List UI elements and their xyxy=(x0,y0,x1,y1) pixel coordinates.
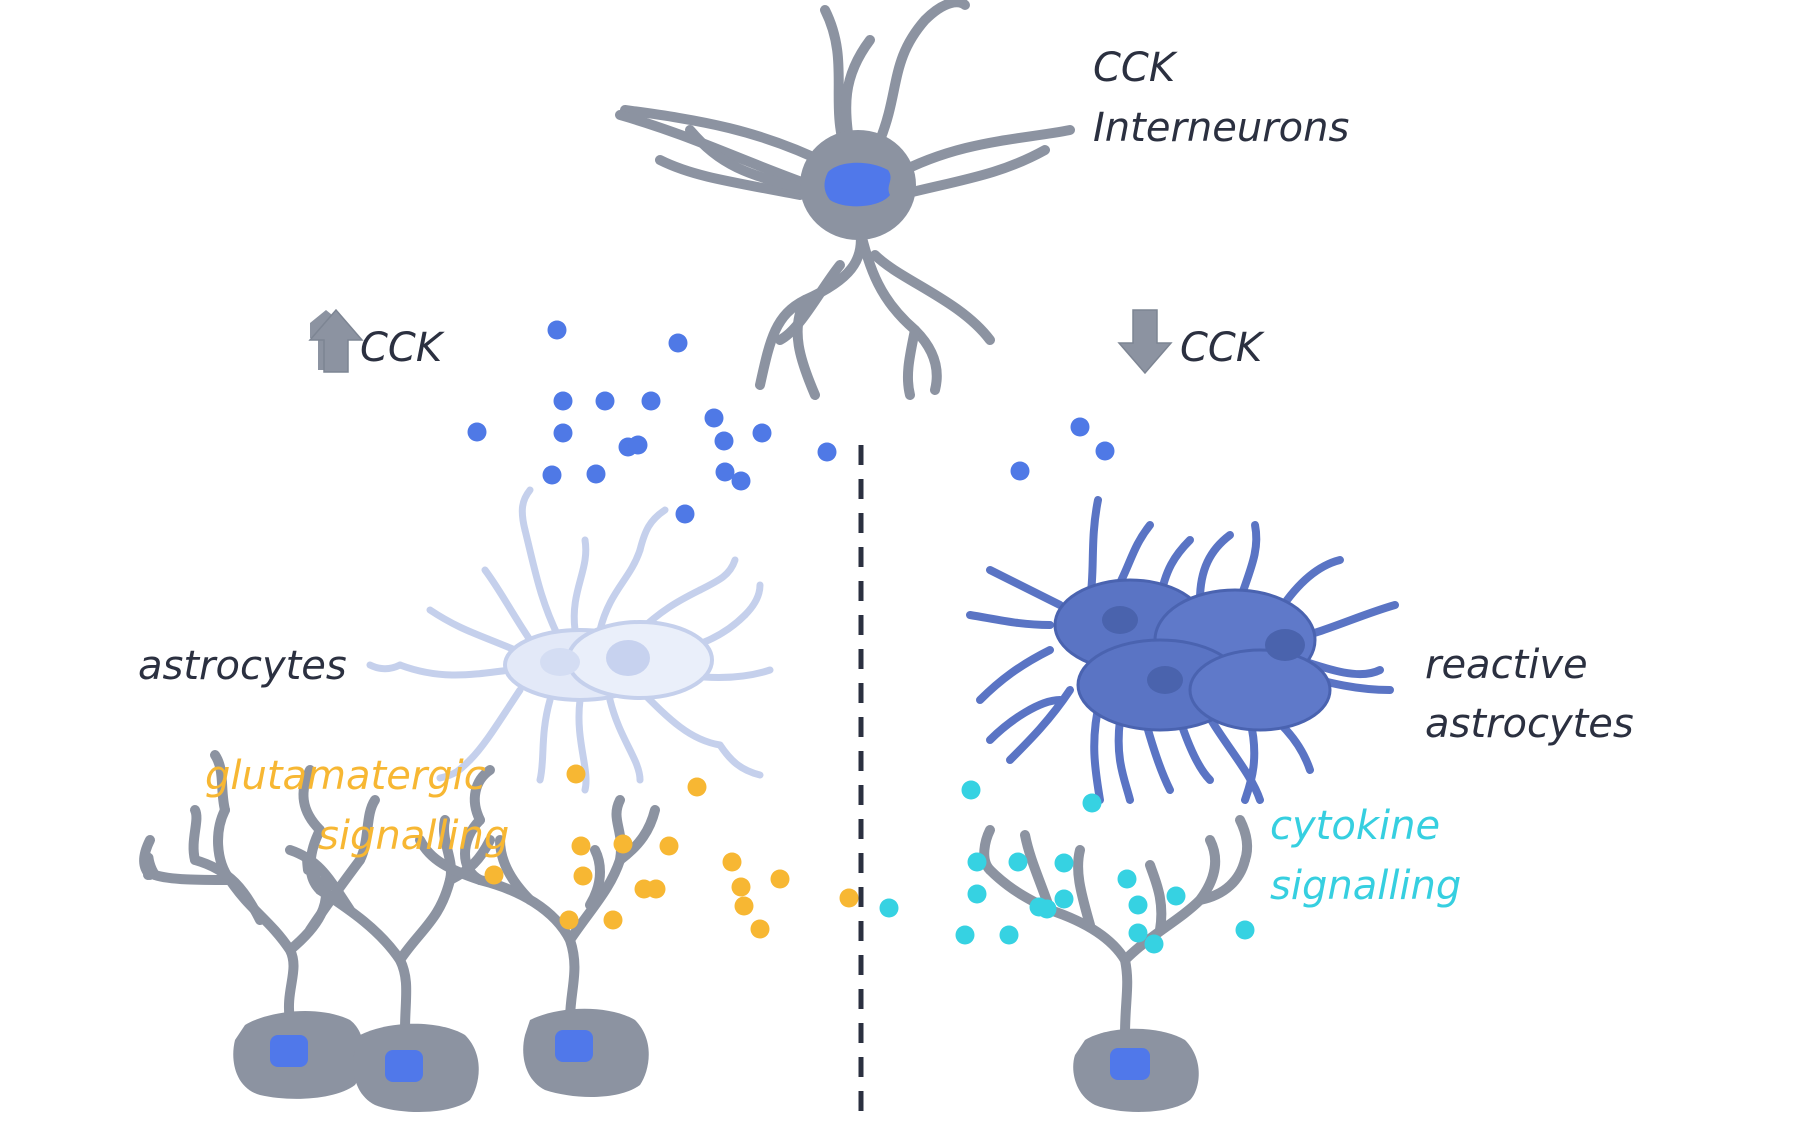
glutamate-dot xyxy=(731,877,751,897)
glutamate-dot xyxy=(613,834,633,854)
cytokine-dot xyxy=(879,898,899,918)
glutamate-dot xyxy=(571,836,591,856)
cytokine-dot xyxy=(1128,923,1148,943)
cytokine-label-line1: cytokine xyxy=(1270,803,1441,849)
cytokine-dot xyxy=(1054,889,1074,909)
glutamate-dot xyxy=(603,910,623,930)
bottom-neuron-nucleus-2 xyxy=(385,1050,423,1082)
cytokine-dot xyxy=(1117,869,1137,889)
reactive-nucleus-3 xyxy=(1147,666,1183,694)
cck-dot xyxy=(586,464,606,484)
interneurons-label-line2: Interneurons xyxy=(1093,105,1350,151)
cytokine-dot xyxy=(1235,920,1255,940)
cytokine-dot xyxy=(1082,793,1102,813)
cck-dot xyxy=(731,471,751,491)
glutamate-dot xyxy=(646,879,666,899)
glutamate-dot xyxy=(659,836,679,856)
glutamate-dot xyxy=(770,869,790,889)
glutamate-dots xyxy=(484,764,859,939)
cck-decrease-label: CCK xyxy=(1180,325,1263,371)
cytokine-label-line2: signalling xyxy=(1270,863,1462,909)
cck-dot xyxy=(752,423,772,443)
glutamate-dot xyxy=(750,919,770,939)
cytokine-dot xyxy=(1008,852,1028,872)
cytokine-dot xyxy=(967,884,987,904)
glutamate-dot xyxy=(687,777,707,797)
cytokine-dot xyxy=(955,925,975,945)
cytokine-dot xyxy=(961,780,981,800)
glutamate-dot xyxy=(839,888,859,908)
glutamate-dot xyxy=(722,852,742,872)
up-arrow-icon xyxy=(308,308,364,373)
astrocyte-nucleus xyxy=(606,640,650,676)
reactive-astrocyte-body-4 xyxy=(1188,648,1332,732)
cck-dot xyxy=(628,435,648,455)
down-arrow-icon xyxy=(1117,309,1173,375)
glutamate-dot xyxy=(573,866,593,886)
cck-dot xyxy=(704,408,724,428)
bottom-neuron-nucleus-3 xyxy=(555,1030,593,1062)
glutamate-dot xyxy=(559,910,579,930)
reactive-astrocytes-label-line2: astrocytes xyxy=(1425,701,1634,747)
cytokine-dot xyxy=(1029,897,1049,917)
cytokine-dot xyxy=(1054,853,1074,873)
reactive-nucleus-2 xyxy=(1265,629,1305,661)
cck-dot xyxy=(1070,417,1090,437)
reactive-nucleus-1 xyxy=(1102,606,1138,634)
cck-dot xyxy=(715,462,735,482)
glutamate-dot xyxy=(566,764,586,784)
cytokine-dot xyxy=(1166,886,1186,906)
cytokine-dot xyxy=(967,852,987,872)
bottom-neuron-dendrites-right xyxy=(979,815,1253,1040)
bottom-neuron-nucleus-right xyxy=(1110,1048,1150,1080)
cck-increase-label: CCK xyxy=(360,325,443,371)
cck-dot xyxy=(595,391,615,411)
cck-dot xyxy=(641,391,661,411)
bottom-neuron-nucleus-1 xyxy=(270,1035,308,1067)
cck-dots xyxy=(467,320,1115,524)
cck-dot xyxy=(467,422,487,442)
cck-dot xyxy=(547,320,567,340)
cytokine-dot xyxy=(1144,934,1164,954)
astrocyte-nucleus-2 xyxy=(540,648,580,676)
cck-dot xyxy=(668,333,688,353)
cytokine-dots xyxy=(879,780,1255,954)
astrocytes-label: astrocytes xyxy=(138,643,347,689)
cck-dot xyxy=(1010,461,1030,481)
glutamate-dot xyxy=(484,865,504,885)
bottom-neuron-dendrites-left xyxy=(139,750,660,1035)
cck-dot xyxy=(675,504,695,524)
glutamatergic-label-line1: glutamatergic xyxy=(205,753,486,799)
glutamatergic-label-line2: signalling xyxy=(318,813,510,859)
cck-dot xyxy=(553,391,573,411)
cck-dot xyxy=(817,442,837,462)
cck-dot xyxy=(1095,441,1115,461)
interneurons-label-line1: CCK xyxy=(1093,45,1176,91)
cck-interneuron xyxy=(615,0,1075,400)
cytokine-dot xyxy=(1128,895,1148,915)
cck-dot xyxy=(714,431,734,451)
reactive-astrocytes-label-line1: reactive xyxy=(1425,642,1588,688)
glutamate-dot xyxy=(734,896,754,916)
interneuron-nucleus xyxy=(824,162,891,207)
cck-dot xyxy=(553,423,573,443)
cytokine-dot xyxy=(999,925,1019,945)
cck-dot xyxy=(542,465,562,485)
